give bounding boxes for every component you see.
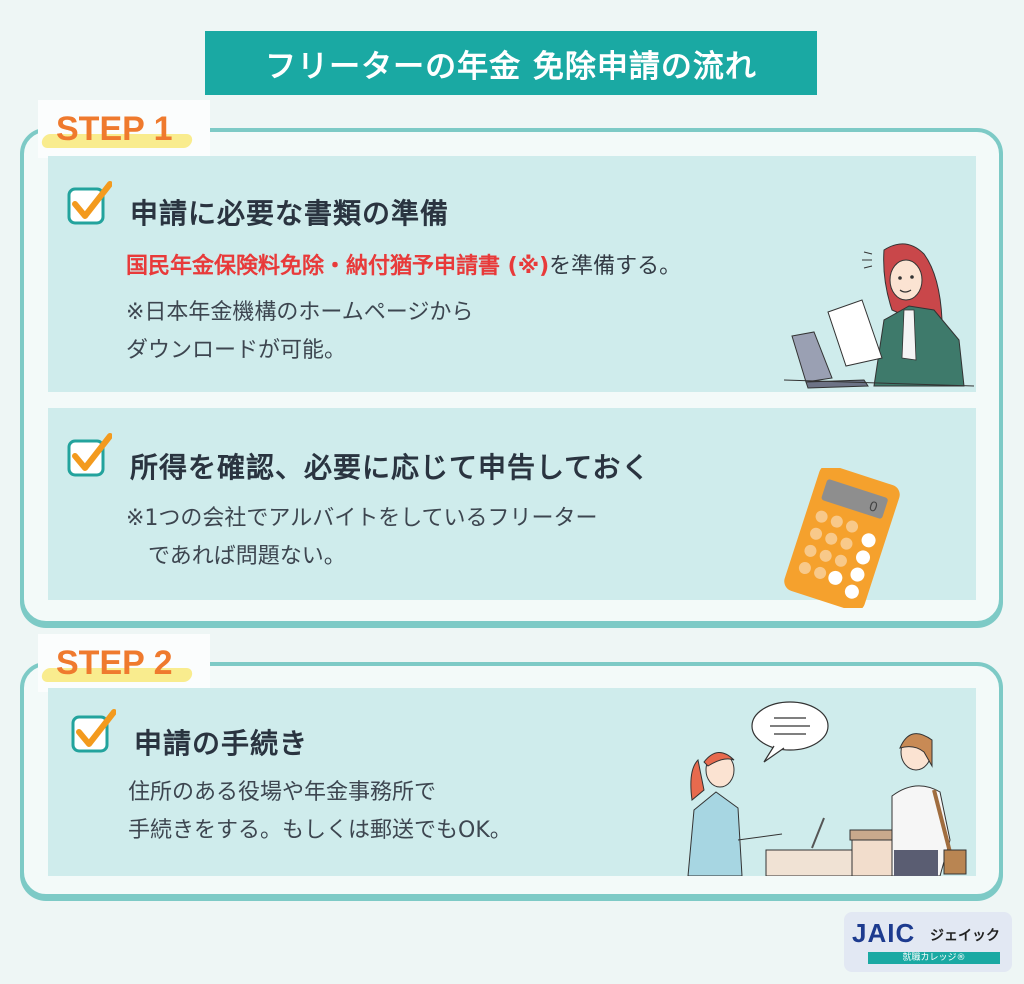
reception-illustration	[687, 701, 967, 876]
item-heading: 申請の手続き	[134, 727, 309, 760]
step-1-item-1-panel: 申請に必要な書類の準備 国民年金保険料免除・納付猶予申請書 (※)を準備する。 …	[48, 156, 976, 392]
item-note: ※1つの会社でアルバイトをしているフリーター であれば問題ない。	[126, 506, 598, 569]
step-2-item-1-panel: 申請の手続き 住所のある役場や年金事務所で 手続きをする。もしくは郵送でもOK。	[48, 688, 976, 876]
woman-laptop-illustration	[784, 243, 974, 389]
step-2-tag: STEP 2	[38, 634, 210, 692]
logo-kana-text: ジェイック	[930, 928, 1000, 944]
required-document-line: 国民年金保険料免除・納付猶予申請書 (※)を準備する。	[126, 248, 681, 280]
checkbox-checked-icon	[71, 709, 116, 753]
page-title: フリーターの年金 免除申請の流れ	[205, 31, 817, 95]
calculator-illustration: 0	[784, 468, 900, 608]
item-note: ※日本年金機構のホームページから ダウンロードが可能。	[126, 300, 474, 363]
item-note: 住所のある役場や年金事務所で 手続きをする。もしくは郵送でもOK。	[128, 780, 512, 843]
step-1-label: STEP 1	[56, 109, 173, 148]
step-2-label: STEP 2	[56, 643, 173, 682]
jaic-logo: JAIC ジェイック 就職カレッジ®	[844, 912, 1012, 972]
checkbox-checked-icon	[67, 181, 112, 225]
item-heading: 所得を確認、必要に応じて申告しておく	[130, 451, 651, 484]
logo-main-text: JAIC	[852, 918, 916, 948]
document-action: を準備する。	[549, 254, 682, 279]
step-1-item-2-panel: 所得を確認、必要に応じて申告しておく ※1つの会社でアルバイトをしているフリータ…	[48, 408, 976, 608]
item-heading: 申請に必要な書類の準備	[130, 197, 450, 230]
document-name: 国民年金保険料免除・納付猶予申請書 (※)	[126, 254, 550, 279]
checkbox-checked-icon	[67, 433, 112, 477]
step-1-tag: STEP 1	[38, 100, 210, 158]
logo-subtitle: 就職カレッジ®	[868, 952, 1000, 964]
